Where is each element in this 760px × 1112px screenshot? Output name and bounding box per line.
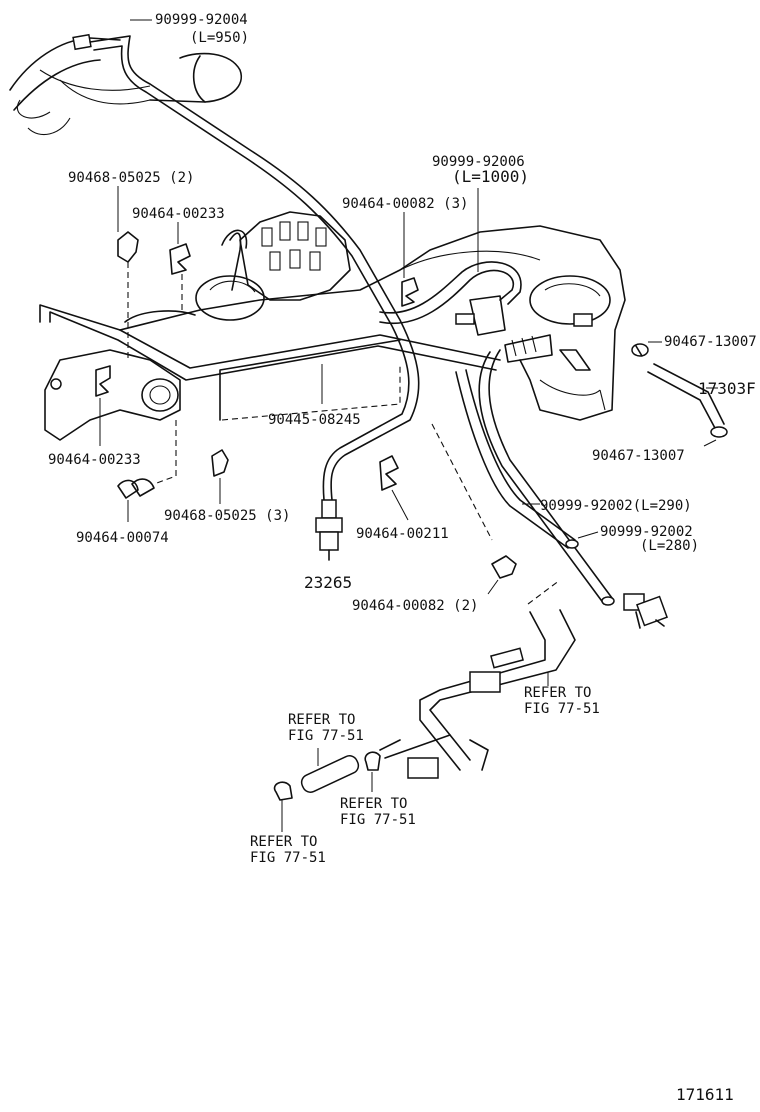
hose-90999-92002-280 [488, 349, 613, 599]
hose-90999-92006 [379, 269, 515, 325]
vacuum-switch-23265 [315, 499, 343, 561]
label-90464-00082-3: 90464-00082 (3) [342, 196, 468, 212]
ref-dash-3 [221, 366, 401, 421]
pipe-90445-08245-outer [49, 311, 497, 381]
pipe-90445-08245 [39, 304, 501, 369]
refer-label-4-line2: FIG 77-51 [524, 701, 600, 717]
label-90999-92006: 90999-92006 [432, 154, 525, 170]
label-90464-00233-top: 90464-00233 [132, 206, 225, 222]
hose-loop-distributor [229, 232, 242, 291]
label-90468-05025-bot: 90468-05025 (3) [164, 508, 290, 524]
ref-dash-4 [153, 420, 177, 485]
clip-90468-05025-bot [211, 449, 229, 477]
refer-label-3-line1: REFER TO [250, 834, 317, 850]
label-90467-13007-bot: 90467-13007 [592, 448, 685, 464]
clip-90464-00233-bot [95, 365, 111, 397]
refer-label-1-line1: REFER TO [288, 712, 355, 728]
hose-90999-92004-outer [93, 45, 410, 501]
label-90464-00233-bot: 90464-00233 [48, 452, 141, 468]
leader-92002-280 [577, 531, 599, 539]
label-90999-92006-length: (L=1000) [452, 167, 529, 186]
refer-label-1-line2: FIG 77-51 [288, 728, 364, 744]
label-90468-05025-top: 90468-05025 (2) [68, 170, 194, 186]
label-90464-00074: 90464-00074 [76, 530, 169, 546]
label-90467-13007-top: 90467-13007 [664, 334, 757, 350]
refer-hose-pieces [273, 751, 381, 801]
vsv-valve [623, 593, 668, 629]
ref-dash-5 [431, 423, 493, 541]
label-90464-00211: 90464-00211 [356, 526, 449, 542]
throttle-body [44, 349, 181, 441]
air-intake-hose [9, 33, 243, 136]
clip-90464-00082-3 [401, 277, 419, 307]
hose-17303F [647, 371, 717, 431]
distributor [239, 211, 351, 301]
hose-90999-92002-290 [465, 369, 576, 541]
clip-90468-05025-top [117, 231, 139, 263]
label-90445-08245: 90445-08245 [268, 412, 361, 428]
label-90999-92004: 90999-92004 [155, 12, 248, 28]
refer-label-3-line2: FIG 77-51 [250, 850, 326, 866]
refer-label-2-line2: FIG 77-51 [340, 812, 416, 828]
leader-00211 [391, 489, 409, 521]
hose-90999-92004 [89, 35, 420, 501]
refer-label-4-line1: REFER TO [524, 685, 591, 701]
label-90464-00082-2: 90464-00082 (2) [352, 598, 478, 614]
figure-number: 171611 [676, 1085, 734, 1104]
vsv-fittings [455, 295, 553, 363]
engine-block [119, 225, 626, 421]
label-23265: 23265 [304, 573, 352, 592]
leader-13007-bot [703, 439, 717, 447]
clip-90464-00233-top [169, 243, 191, 275]
label-90999-92004-length: (L=950) [190, 30, 249, 46]
clip-90464-00211 [379, 455, 399, 491]
label-90999-92002-280: 90999-92002 [600, 524, 693, 540]
label-90999-92002-290: 90999-92002(L=290) [540, 498, 692, 514]
ref-dash-6 [527, 579, 561, 605]
clip-90464-00082-2 [491, 555, 517, 579]
leader-00082-2 [487, 579, 499, 595]
label-90999-92002-280-length: (L=280) [640, 538, 699, 554]
lower-pipe-assembly [379, 609, 576, 779]
label-17303F: 17303F [698, 379, 756, 398]
refer-label-2-line1: REFER TO [340, 796, 407, 812]
clamp-90464-00074 [117, 478, 155, 499]
